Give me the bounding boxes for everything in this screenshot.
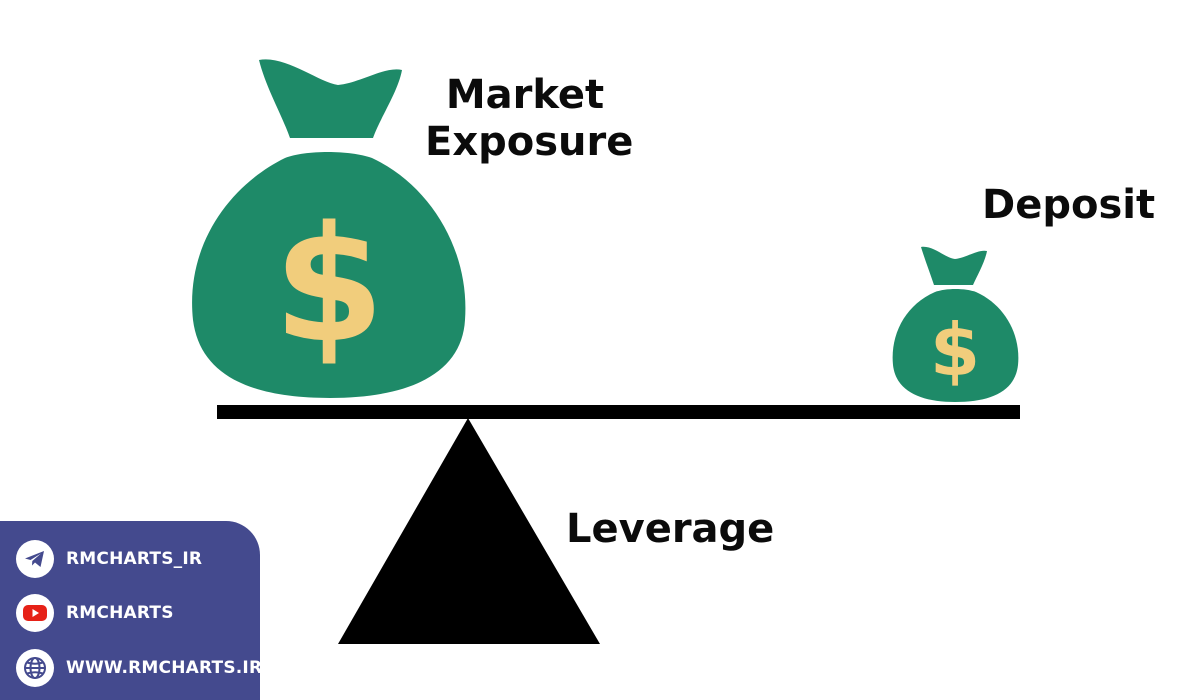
big-bag-dollar-sign: $ xyxy=(273,191,384,378)
telegram-handle: RMCHARTS_IR xyxy=(66,549,203,569)
deposit-money-bag: $ xyxy=(892,246,1019,402)
fulcrum-triangle xyxy=(338,418,600,644)
globe-icon xyxy=(16,649,54,687)
market-label-line1: Market xyxy=(445,72,605,118)
website-url: WWW.RMCHARTS.IR xyxy=(66,658,263,678)
social-links-panel: RMCHARTS_IR RMCHARTS WWW.RMCHARTS.IR xyxy=(0,521,262,700)
telegram-link[interactable]: RMCHARTS_IR xyxy=(16,539,202,579)
deposit-label: Deposit xyxy=(982,182,1156,228)
big-bag-top xyxy=(259,59,402,139)
website-link[interactable]: WWW.RMCHARTS.IR xyxy=(16,648,262,688)
youtube-channel: RMCHARTS xyxy=(66,603,174,623)
leverage-label: Leverage xyxy=(566,506,775,552)
youtube-link[interactable]: RMCHARTS xyxy=(16,593,174,633)
market-exposure-money-bag: $ xyxy=(192,59,466,398)
small-bag-dollar-sign: $ xyxy=(930,308,980,392)
small-bag-body xyxy=(892,289,1019,402)
big-bag-body xyxy=(192,152,466,398)
small-bag-top xyxy=(921,246,987,285)
seesaw-beam xyxy=(217,405,1020,419)
youtube-icon xyxy=(16,594,54,632)
market-exposure-label: Market Exposure xyxy=(425,72,634,166)
telegram-icon xyxy=(16,540,54,578)
market-label-line2: Exposure xyxy=(425,119,634,166)
